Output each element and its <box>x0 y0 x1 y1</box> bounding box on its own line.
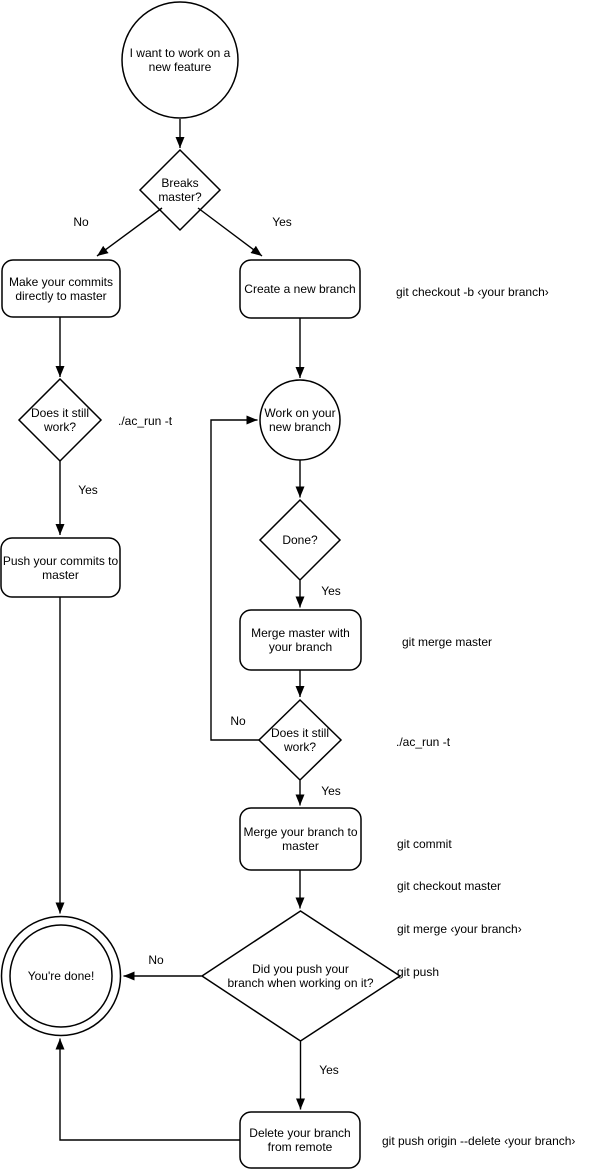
arrow-breaks-no-to-make-commits <box>96 207 163 257</box>
youre-done-inner-circle-shape <box>9 924 113 1028</box>
youre-done-outer-circle-shape <box>0 915 122 1037</box>
done-decision-shape <box>258 498 342 582</box>
create-branch-node-shape <box>239 259 361 319</box>
work-branch-node-shape <box>259 379 341 461</box>
push-commits-node-shape <box>0 537 121 598</box>
did-push-decision-shape <box>200 910 402 1042</box>
still-work-left-decision-shape <box>17 377 103 463</box>
start-node-shape <box>121 1 239 119</box>
arrow-still-work-right-no-loop-to-work-branch <box>210 415 259 741</box>
still-work-right-decision-shape <box>257 698 343 782</box>
breaks-master-decision-shape <box>138 148 222 232</box>
arrow-delete-remote-loop-to-youre-done <box>55 1038 240 1141</box>
delete-remote-node-shape <box>239 1111 361 1169</box>
merge-branch-node-shape <box>239 807 362 871</box>
merge-master-node-shape <box>239 609 362 671</box>
make-commits-node-shape <box>1 259 121 318</box>
arrow-breaks-yes-to-create-branch <box>197 207 263 257</box>
